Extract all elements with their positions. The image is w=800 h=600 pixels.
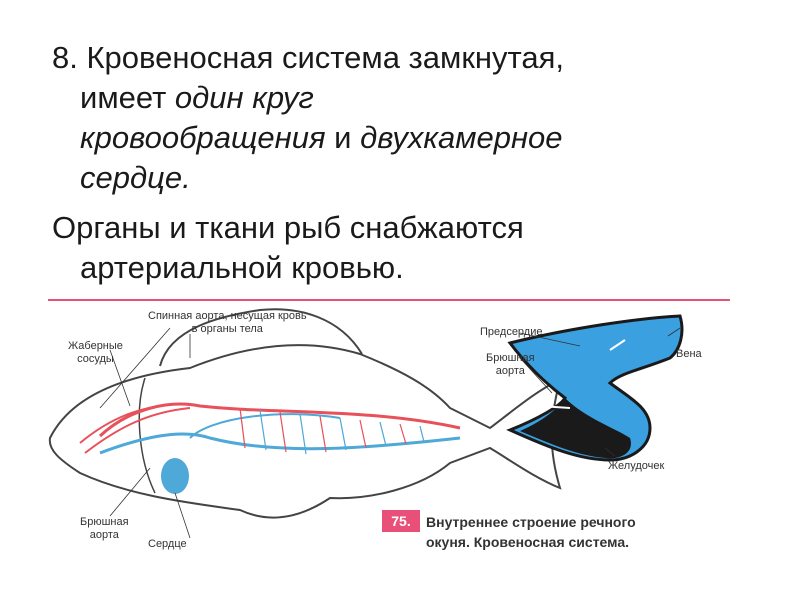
label-vein-line1: Вена [676, 348, 702, 361]
label-atrium: Предсердие [480, 326, 542, 339]
fish-heart-icon [161, 458, 189, 494]
label-ventricle-line1: Желудочек [608, 460, 664, 473]
label-heart-ventral-aorta-line1: Брюшная [486, 352, 535, 365]
point1-line3-mid: и [326, 120, 361, 155]
point1-line3: кровообращения и двухкамерное [52, 118, 772, 158]
figure-caption: 75. Внутреннее строение речного окуня. К… [382, 510, 722, 554]
point1-line2: имеет один круг [52, 78, 772, 118]
bullet-point-1: 8. Кровеносная система замкнутая, имеет … [52, 38, 772, 198]
label-ventral-aorta-line1: Брюшная [80, 516, 129, 529]
label-vein: Вена [676, 348, 702, 361]
label-heart: Сердце [148, 538, 187, 551]
point2-line2: артериальной кровью. [52, 248, 772, 288]
label-gill-vessels: Жаберные сосуды [68, 340, 123, 366]
figure-caption-line1: Внутреннее строение речного [426, 512, 636, 532]
label-dorsal-aorta: Спинная аорта, несущая кровь в органы те… [148, 310, 307, 336]
figure-caption-line2: окуня. Кровеносная система. [426, 532, 636, 552]
point1-line2-prefix: имеет [80, 80, 175, 115]
point2-line1: Органы и ткани рыб снабжаются [52, 208, 772, 248]
point1-line1: 8. Кровеносная система замкнутая, [52, 38, 772, 78]
point1-line4: сердце. [52, 158, 772, 198]
point1-line2-em: один круг [175, 80, 314, 115]
point1-line3-em: кровообращения [80, 120, 326, 155]
point1-line4-em: сердце. [80, 160, 191, 195]
label-dorsal-aorta-line1: Спинная аорта, несущая кровь [148, 310, 307, 323]
bullet-point-2: Органы и ткани рыб снабжаются артериальн… [52, 208, 772, 288]
label-ventricle: Желудочек [608, 460, 664, 473]
label-gill-vessels-line2: сосуды [68, 353, 123, 366]
textbook-figure: Спинная аорта, несущая кровь в органы те… [40, 288, 770, 588]
label-dorsal-aorta-line2: в органы тела [148, 323, 307, 336]
label-gill-vessels-line1: Жаберные [68, 340, 123, 353]
label-atrium-line1: Предсердие [480, 326, 542, 339]
label-heart-ventral-aorta: Брюшная аорта [486, 352, 535, 378]
label-ventral-aorta: Брюшная аорта [80, 516, 129, 542]
point1-line3-em2: двухкамерное [360, 120, 562, 155]
label-ventral-aorta-line2: аорта [80, 529, 129, 542]
label-heart-ventral-aorta-line2: аорта [486, 365, 535, 378]
fish-outline-icon [50, 345, 560, 517]
figure-caption-text: Внутреннее строение речного окуня. Крове… [426, 512, 636, 552]
label-heart-line1: Сердце [148, 538, 187, 551]
figure-number-badge: 75. [382, 510, 420, 532]
